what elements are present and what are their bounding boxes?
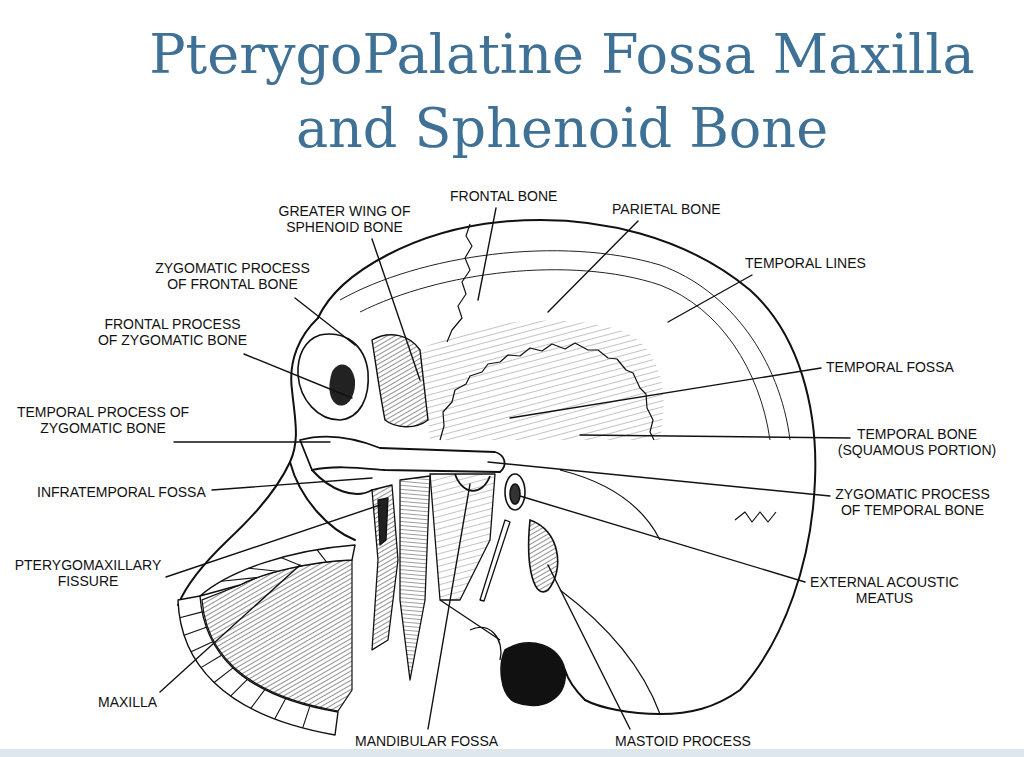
leader-lines-line (212, 478, 372, 490)
part-label: INFRATEMPORAL FOSSA (37, 484, 206, 500)
leader-lines-line (510, 368, 821, 418)
orbit-line (329, 364, 355, 405)
leader-lines-line (244, 354, 352, 398)
orbit-line (298, 334, 368, 420)
part-label: ZYGOMATIC PROCESS OF FRONTAL BONE (150, 260, 315, 292)
leader-lines-line (580, 435, 850, 438)
pterygoid-region-line (455, 474, 490, 491)
teeth-line (178, 596, 338, 735)
part-label: FRONTAL BONE (450, 188, 557, 204)
skull-sutures-line (735, 512, 776, 522)
pterygoid-region-line (400, 476, 430, 680)
tooth-divisions-line (180, 612, 310, 728)
leader-lines-line (668, 275, 752, 322)
leader-lines-line (372, 239, 420, 380)
part-label: GREATER WING OF SPHENOID BONE (272, 203, 417, 235)
leader-lines-line (548, 221, 638, 312)
leader-lines-line (160, 565, 300, 692)
part-label: MANDIBULAR FOSSA (355, 733, 498, 749)
cranium-line (565, 670, 585, 700)
part-label: TEMPORAL BONE (SQUAMOUS PORTION) (832, 426, 1002, 458)
part-label: MAXILLA (98, 694, 157, 710)
leader-lines-line (166, 505, 380, 577)
part-label: ZYGOMATIC PROCESS OF TEMPORAL BONE (830, 486, 995, 518)
slide-title: PterygoPalatine Fossa Maxilla and Spheno… (147, 18, 977, 166)
part-label: MASTOID PROCESS (615, 733, 751, 749)
teeth-line (200, 545, 355, 596)
ear-region-line (510, 484, 520, 504)
skull-sutures (440, 224, 776, 522)
part-label: FRONTAL PROCESS OF ZYGOMATIC BONE (95, 316, 250, 348)
footer-bar (0, 749, 1024, 757)
skull-sutures-line (447, 224, 472, 342)
part-label: TEMPORAL LINES (745, 255, 866, 271)
pterygoid-region-line (470, 627, 501, 660)
part-label: PARIETAL BONE (612, 201, 721, 217)
part-label: PTERYGOMAXILLARY FISSURE (8, 557, 168, 589)
pterygoid-region-line (480, 520, 510, 601)
part-label: EXTERNAL ACOUSTIC MEATUS (802, 574, 967, 606)
greater-wing (372, 335, 428, 427)
ear-region-line (529, 520, 558, 592)
ear-region (501, 470, 660, 714)
ear-region-line (560, 470, 660, 540)
leader-lines-line (174, 441, 330, 442)
ear-region-line (505, 474, 525, 510)
ear-region-line (560, 590, 660, 714)
pterygoid-region-line (372, 485, 398, 650)
leader-lines-line (428, 484, 470, 729)
face-outline-line (290, 462, 355, 540)
leader-lines-line (520, 496, 805, 582)
greater-wing-line (372, 335, 428, 427)
part-label: TEMPORAL PROCESS OF ZYGOMATIC BONE (13, 404, 193, 436)
temporal-fossa-shading-line (420, 320, 664, 440)
teeth (178, 545, 355, 735)
temporal-fossa-shading (420, 320, 664, 440)
leader-lines-line (295, 298, 355, 345)
leader-lines-line (548, 565, 630, 729)
tooth-divisions-line (221, 550, 326, 582)
ear-region-line (501, 643, 565, 706)
skull-sutures-line (440, 343, 654, 440)
leader-lines-line (478, 208, 496, 300)
part-label: TEMPORAL FOSSA (826, 359, 954, 375)
tooth-divisions (180, 550, 327, 728)
leader-lines-line (488, 462, 830, 496)
orbit (298, 334, 368, 420)
